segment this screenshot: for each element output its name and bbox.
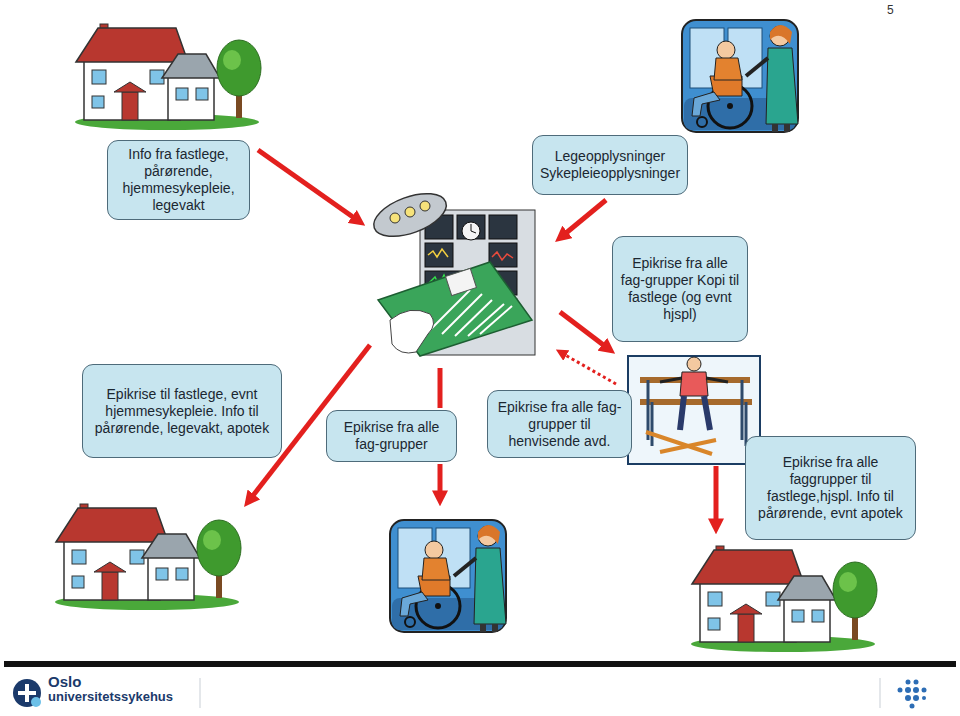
info-box: Epikrise fra alle fag-grupper: [326, 410, 457, 462]
house-icon: [75, 24, 261, 130]
box-text: Epikrise fra alle fag-grupper Kopi til f…: [619, 255, 741, 323]
footer-bar: [4, 661, 956, 709]
box-text: Epikrise fra alle fag-grupper til henvis…: [494, 399, 625, 450]
info-box: Epikrise fra alle fag-grupper Kopi til f…: [612, 236, 748, 342]
box-text: Epikrise fra alle faggrupper til fastleg…: [752, 454, 909, 522]
info-box: Legeopplysninger Sykepleieopplysninger: [532, 135, 688, 195]
logo-text: universitetssykehus: [48, 689, 173, 704]
rehabilitation-icon: [628, 356, 760, 464]
info-box: Epikrise fra alle faggrupper til fastleg…: [745, 436, 916, 540]
wheelchair-scene: [682, 20, 798, 132]
info-box: Epikrise fra alle fag-grupper til henvis…: [487, 390, 632, 458]
box-text: Info fra fastlege, pårørende, hjemmesyke…: [114, 146, 243, 214]
info-box: Info fra fastlege, pårørende, hjemmesyke…: [107, 140, 250, 220]
page-number: 5: [887, 3, 894, 17]
info-box: Epikrise til fastlege, evnt hjemmesykepl…: [82, 364, 282, 458]
house-icon: [55, 504, 241, 610]
box-text: Epikrise til fastlege, evnt hjemmesykepl…: [89, 386, 275, 437]
box-text: Epikrise fra alle fag-grupper: [333, 419, 450, 453]
wheelchair-scene: [390, 520, 506, 632]
house-icon: [691, 546, 877, 652]
logo-text: Oslo: [48, 673, 81, 690]
box-text: Legeopplysninger Sykepleieopplysninger: [539, 148, 681, 182]
operating-room-icon: [368, 185, 535, 356]
